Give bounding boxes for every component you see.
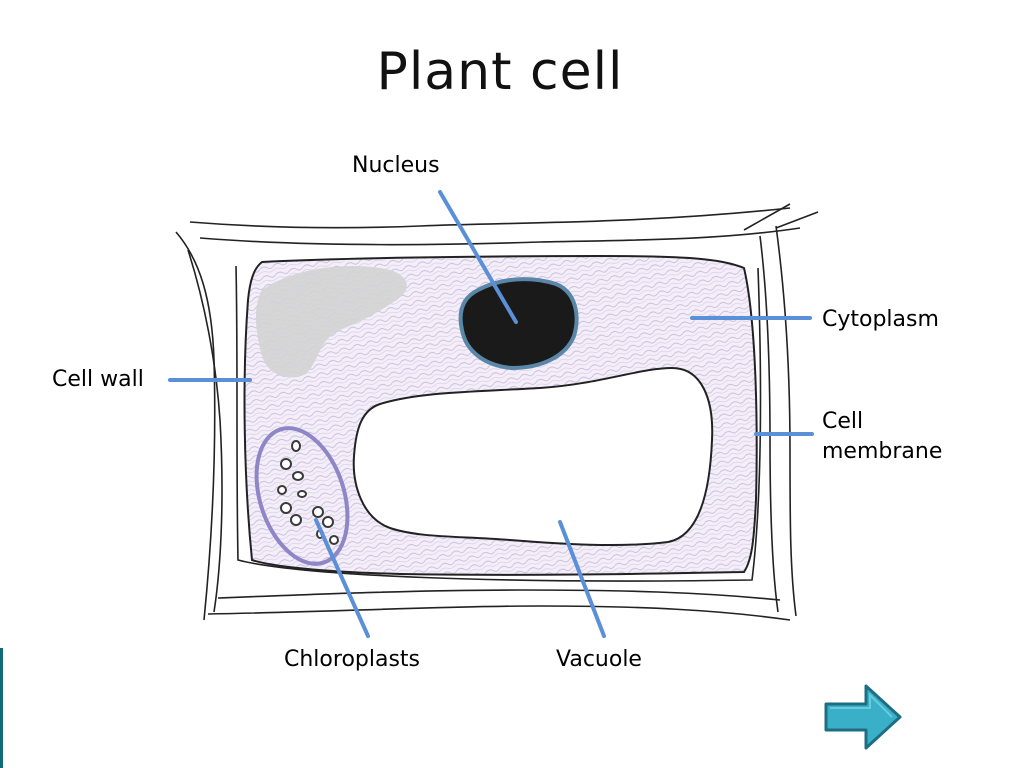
cell-wall-label: Cell wall bbox=[52, 367, 144, 392]
page-title: Plant cell bbox=[376, 42, 624, 102]
cell-wall bbox=[175, 203, 819, 621]
nucleus-label: Nucleus bbox=[352, 153, 440, 178]
right-arrow-icon bbox=[824, 684, 902, 750]
cell-membrane-label-line1: Cell bbox=[822, 409, 863, 434]
vacuole-leader bbox=[558, 520, 606, 638]
nucleus-leader bbox=[438, 190, 518, 324]
nucleus-shape bbox=[458, 277, 579, 371]
grey-organelle bbox=[255, 266, 407, 378]
chloroplast-highlight-ring bbox=[254, 426, 350, 566]
vacuole-label: Vacuole bbox=[556, 647, 642, 672]
cell-membrane-label-line2: membrane bbox=[822, 439, 942, 464]
cell-membrane bbox=[235, 265, 762, 582]
slide-edge-accent bbox=[0, 648, 3, 768]
cytoplasm-label: Cytoplasm bbox=[822, 307, 939, 332]
next-slide-button[interactable] bbox=[822, 682, 904, 752]
vacuole-shape bbox=[352, 366, 714, 547]
leader-lines bbox=[168, 190, 814, 638]
chloroplasts-leader bbox=[314, 518, 370, 638]
chloroplasts-label: Chloroplasts bbox=[284, 647, 420, 672]
chloroplast-dots bbox=[277, 440, 339, 545]
